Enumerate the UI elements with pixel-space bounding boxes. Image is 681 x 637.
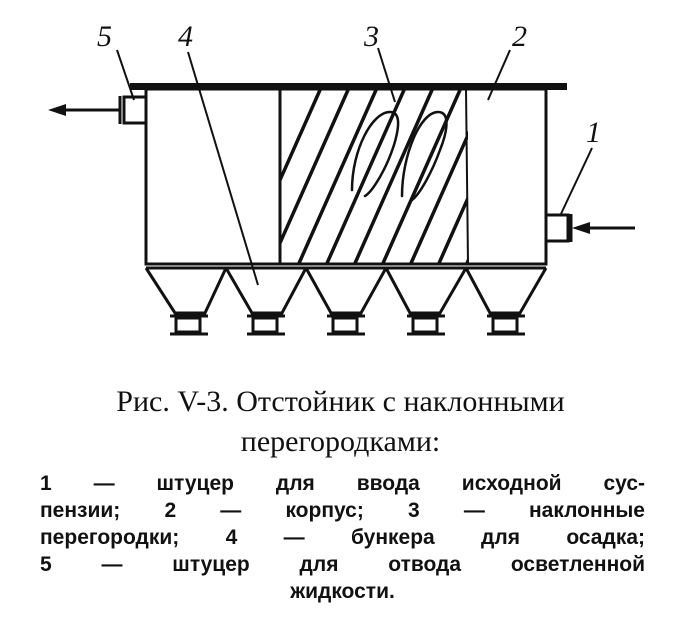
hopper-flanges <box>170 314 525 336</box>
settler-diagram: 5 4 3 2 1 <box>48 20 635 336</box>
sludge-hoppers <box>144 267 548 334</box>
callout-2: 2 <box>512 20 527 53</box>
tank-body <box>144 87 548 266</box>
caption-line-2: перегородками: <box>240 425 441 458</box>
figure-caption: Рис. V-3. Отстойник с наклонными перегор… <box>20 382 661 462</box>
caption-line-1: Рис. V-3. Отстойник с наклонными <box>116 385 565 418</box>
hopper-3 <box>304 267 388 315</box>
legend-line: перегородки; 4 — бункера для осадка; <box>40 526 645 549</box>
callout-5: 5 <box>97 20 112 53</box>
plates-right-boundary <box>465 88 469 265</box>
leader-1 <box>559 147 593 217</box>
legend-line: жидкости. <box>290 580 395 603</box>
leader-3 <box>377 47 396 103</box>
callout-4: 4 <box>178 20 193 53</box>
figure-legend: 1 — штуцер для ввода исходной сус- пензи… <box>40 470 645 605</box>
clarified-liquid-outlet <box>48 95 148 125</box>
leader-lines <box>116 47 593 286</box>
legend-line: 1 — штуцер для ввода исходной сус- <box>40 472 645 495</box>
hopper-1 <box>144 267 228 315</box>
inclined-plates <box>280 88 468 263</box>
hopper-2 <box>224 267 308 315</box>
legend-line: пензии; 2 — корпус; 3 — наклонные <box>40 499 645 522</box>
leader-2 <box>487 49 511 101</box>
hopper-4 <box>384 267 468 315</box>
top-cover <box>130 83 567 90</box>
leader-4 <box>187 51 259 286</box>
callout-3: 3 <box>363 20 379 53</box>
legend-line: 5 — штуцер для отвода осветленной <box>40 553 645 576</box>
outlet-arrowhead <box>48 104 66 116</box>
inlet-arrowhead <box>572 222 590 234</box>
callout-1: 1 <box>586 116 601 149</box>
hopper-5 <box>464 267 548 315</box>
feed-inlet <box>544 213 635 243</box>
leader-5 <box>116 49 135 101</box>
